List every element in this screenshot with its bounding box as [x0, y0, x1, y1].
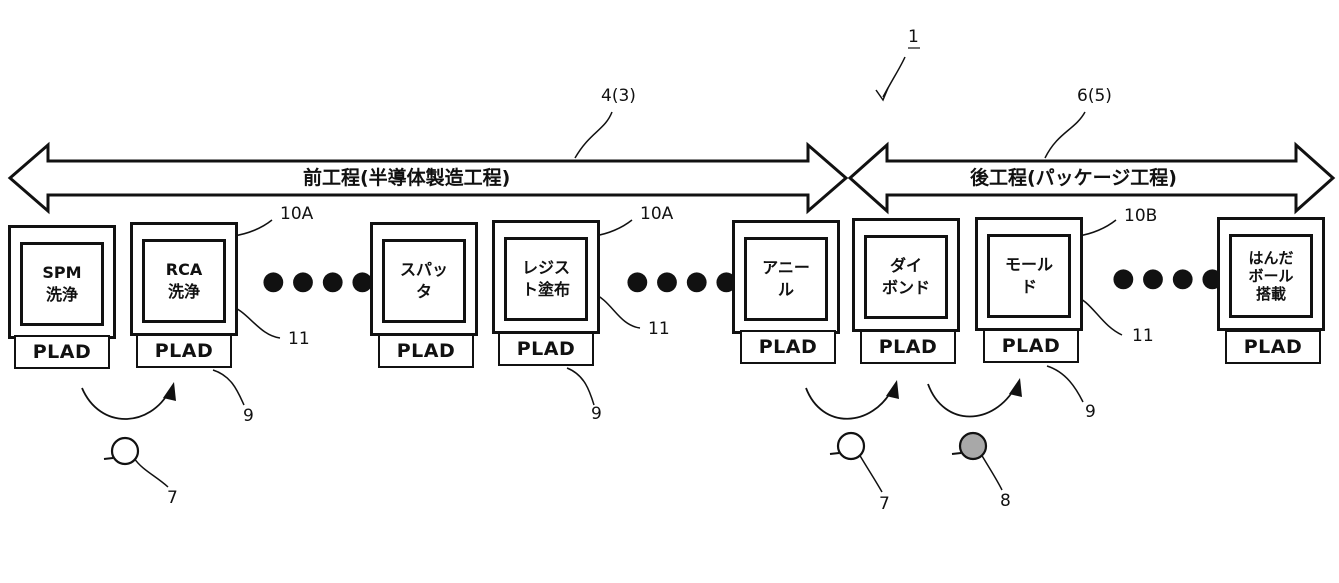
ref-10a-1: 10A — [280, 204, 314, 224]
plad-unit: PLAD — [14, 335, 110, 369]
leader-9-3 — [1046, 365, 1084, 403]
carrier-filled-tick — [951, 452, 962, 455]
machine-display: モール ド — [987, 234, 1071, 318]
machine-display: レジス ト塗布 — [504, 237, 588, 321]
transfer-arrow-3 — [927, 383, 1017, 418]
leader-8 — [980, 453, 1003, 491]
plad-unit: PLAD — [498, 332, 594, 366]
machine-display: アニー ル — [744, 237, 828, 321]
leader-7-1 — [133, 457, 169, 488]
system-pointer-head — [875, 87, 889, 102]
ref-7-2: 7 — [879, 494, 890, 514]
leader-7-2 — [858, 453, 883, 493]
ref-9-3: 9 — [1085, 402, 1096, 422]
ref-7-1: 7 — [167, 488, 178, 508]
ref-11-3: 11 — [1132, 326, 1154, 346]
machine-solder-ball-mount: はんだ ボール 搭載 — [1217, 217, 1325, 331]
leader-9-1 — [212, 369, 245, 406]
front-process-label: 前工程(半導体製造工程) — [303, 167, 511, 189]
carrier-empty-2-tick — [829, 452, 840, 455]
machine-spm-cleaning: SPM 洗浄 — [8, 225, 116, 339]
transfer-arrow-1 — [81, 387, 171, 420]
plad-unit: PLAD — [860, 330, 956, 364]
ref-8: 8 — [1000, 491, 1011, 511]
ellipsis-1: ●●●● — [262, 266, 381, 296]
ref-11-1: 11 — [288, 329, 310, 349]
machine-sputter: スパッ タ — [370, 222, 478, 336]
carrier-filled — [958, 431, 988, 461]
leader-front-ref — [574, 111, 613, 159]
machine-display: SPM 洗浄 — [20, 242, 104, 326]
ellipsis-2: ●●●● — [626, 266, 745, 296]
carrier-empty-1 — [110, 436, 140, 466]
machine-resist-coating: レジス ト塗布 — [492, 220, 600, 334]
ref-front-process: 4(3) — [601, 86, 636, 106]
transfer-arrow-2-head — [886, 380, 899, 399]
machine-display: スパッ タ — [382, 239, 466, 323]
transfer-arrow-1-head — [163, 382, 176, 401]
plad-unit: PLAD — [1225, 330, 1321, 364]
ref-9-1: 9 — [243, 406, 254, 426]
machine-die-bond: ダイ ボンド — [852, 218, 960, 332]
machine-display: RCA 洗浄 — [142, 239, 226, 323]
leader-10b — [1077, 219, 1117, 237]
plad-unit: PLAD — [740, 330, 836, 364]
ellipsis-3: ●●●● — [1112, 263, 1231, 293]
back-process-label: 後工程(パッケージ工程) — [970, 167, 1177, 189]
ref-10a-2: 10A — [640, 204, 674, 224]
transfer-arrow-3-head — [1009, 378, 1022, 397]
ref-9-2: 9 — [591, 404, 602, 424]
transfer-arrow-2 — [805, 387, 894, 420]
machine-rca-cleaning: RCA 洗浄 — [130, 222, 238, 336]
plad-unit: PLAD — [983, 329, 1079, 363]
ref-10b: 10B — [1124, 206, 1158, 226]
leader-10a-1 — [232, 219, 273, 237]
machine-display: ダイ ボンド — [864, 235, 948, 319]
back-process-arrow — [847, 141, 1336, 215]
front-process-arrow — [7, 141, 849, 215]
plad-unit: PLAD — [136, 334, 232, 368]
ref-11-2: 11 — [648, 319, 670, 339]
ref-back-process: 6(5) — [1077, 86, 1112, 106]
carrier-empty-2 — [836, 431, 866, 461]
machine-anneal: アニー ル — [732, 220, 840, 334]
carrier-empty-1-tick — [103, 457, 114, 460]
leader-back-ref — [1044, 111, 1086, 159]
leader-9-2 — [566, 367, 595, 406]
machine-mold: モール ド — [975, 217, 1083, 331]
plad-unit: PLAD — [378, 334, 474, 368]
machine-display: はんだ ボール 搭載 — [1229, 234, 1313, 318]
ref-system: 1 — [908, 27, 919, 47]
